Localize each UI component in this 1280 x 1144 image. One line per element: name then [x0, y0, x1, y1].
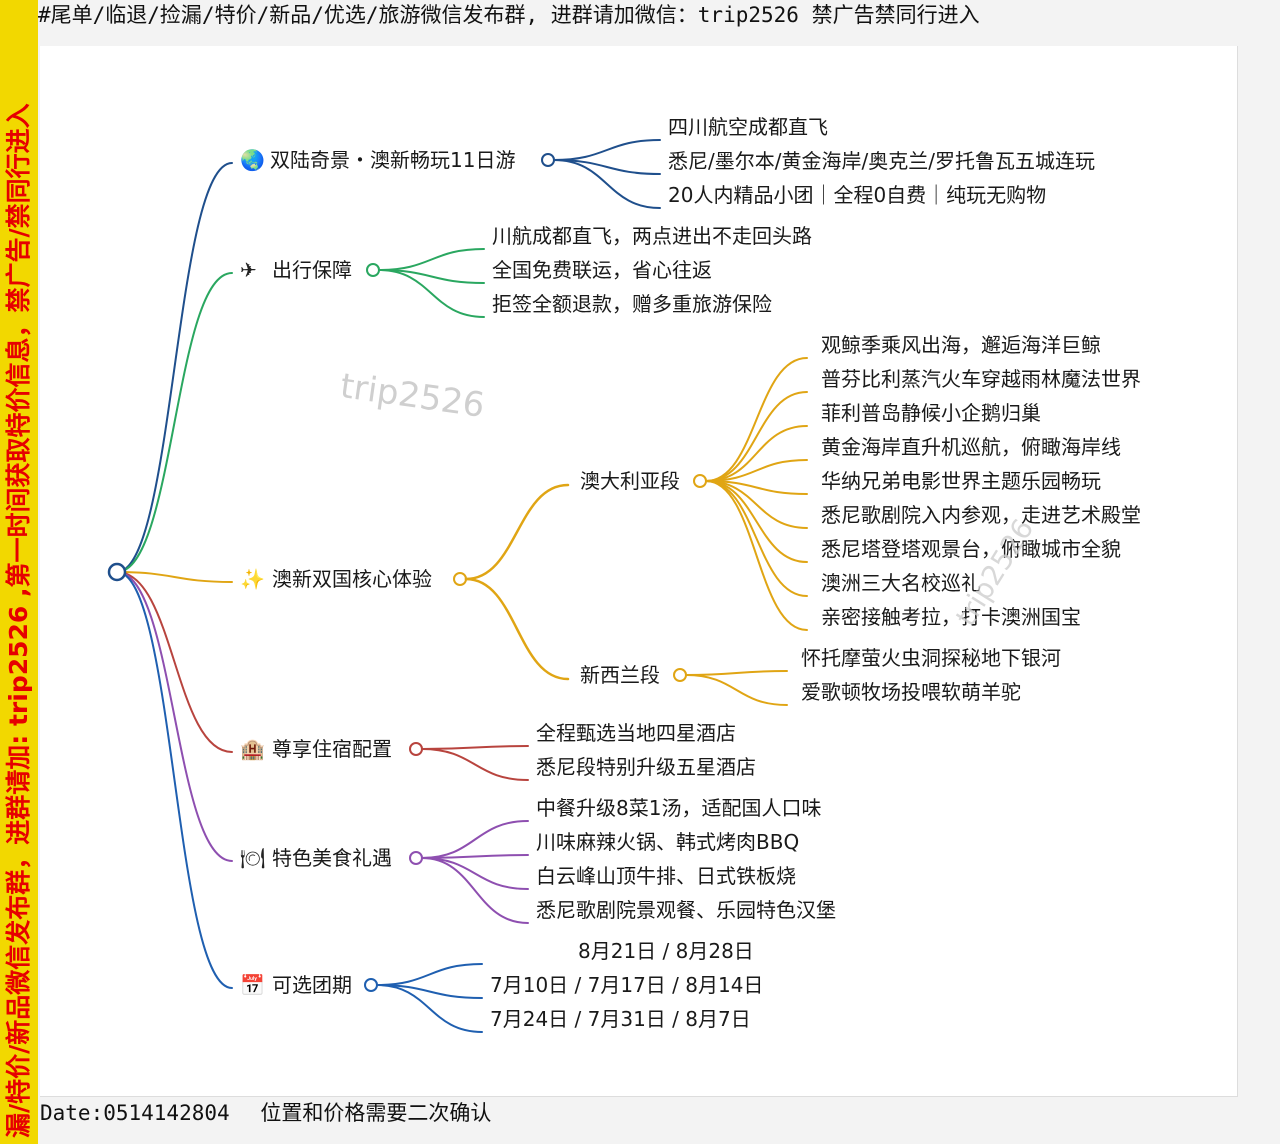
branch-label: 尊享住宿配置: [272, 737, 392, 761]
leaf-label: 20人内精品小团｜全程0自费｜纯玩无购物: [668, 183, 1047, 207]
leaf-connector: [421, 857, 529, 924]
side-banner-text: 漏/特价/新品微信发布群，进群请加: trip2526 ,第一时间获取特价信息，…: [4, 103, 33, 1138]
subgroup-label: 澳大利亚段: [580, 469, 680, 493]
leaf-connector: [421, 854, 529, 859]
leaf-connector: [705, 357, 808, 482]
footer-date: Date:0514142804: [40, 1101, 230, 1125]
leaf-connector: [376, 984, 483, 999]
subgroup-node: [673, 668, 687, 682]
hotel-icon: 🏨: [240, 737, 265, 761]
root-node: [107, 562, 127, 582]
branch-connector: [116, 571, 233, 862]
leaf-connector: [705, 480, 808, 597]
dining-icon: 🍽: [240, 846, 266, 870]
leaf-connector: [421, 748, 529, 781]
leaf-label: 怀托摩萤火虫洞探秘地下银河: [801, 646, 1061, 670]
leaf-label: 拒签全额退款，赠多重旅游保险: [492, 292, 772, 316]
leaf-label: 华纳兄弟电影世界主题乐园畅玩: [821, 469, 1101, 493]
leaf-connector: [376, 984, 483, 1033]
leaf-label: 8月21日 / 8月28日: [578, 939, 754, 963]
leaf-label: 悉尼歌剧院景观餐、乐园特色汉堡: [536, 898, 836, 922]
leaf-label: 观鲸季乘风出海，邂逅海洋巨鲸: [821, 333, 1101, 357]
leaf-label: 悉尼段特别升级五星酒店: [536, 755, 756, 779]
mindmap-connectors: [107, 139, 808, 1033]
leaf-connector: [705, 480, 808, 631]
branch-node: [409, 742, 423, 756]
leaf-label: 黄金海岸直升机巡航，俯瞰海岸线: [821, 435, 1121, 459]
branch-node: [364, 978, 378, 992]
leaf-label: 四川航空成都直飞: [668, 115, 828, 139]
leaf-connector: [378, 269, 485, 318]
calendar-icon: 📅: [240, 973, 265, 997]
leaf-connector: [421, 745, 529, 750]
leaf-label: 7月10日 / 7月17日 / 8月14日: [490, 973, 764, 997]
leaf-label: 川味麻辣火锅、韩式烤肉BBQ: [536, 830, 800, 854]
branch-connector: [116, 272, 233, 573]
branch-connector: [116, 571, 233, 583]
leaf-connector: [553, 159, 661, 175]
leaf-label: 悉尼塔登塔观景台，俯瞰城市全貌: [821, 537, 1121, 561]
sparkles-icon: ✨: [240, 567, 265, 591]
leaf-label: 普芬比利蒸汽火车穿越雨林魔法世界: [821, 367, 1141, 391]
leaf-label: 菲利普岛静候小企鹅归巢: [821, 401, 1041, 425]
leaf-label: 悉尼歌剧院入内参观，走进艺术殿堂: [821, 503, 1141, 527]
leaf-label: 川航成都直飞，两点进出不走回头路: [492, 224, 812, 248]
leaf-label: 澳洲三大名校巡礼: [821, 571, 981, 595]
leaf-label: 全国免费联运，省心往返: [492, 258, 712, 282]
leaf-connector: [378, 269, 485, 284]
branch-connector: [116, 571, 233, 753]
branch-node: [453, 572, 467, 586]
subgroup-connector: [464, 577, 570, 681]
leaf-connector: [705, 480, 808, 495]
subgroup-label: 新西兰段: [580, 663, 660, 687]
footer-note: 位置和价格需要二次确认: [260, 1101, 492, 1125]
branch-node: [366, 263, 380, 277]
leaf-connector: [421, 820, 529, 859]
leaf-connector: [685, 674, 788, 706]
leaf-connector: [378, 248, 485, 271]
mindmap-card: 🌏双陆奇景・澳新畅玩11日游 四川航空成都直飞悉尼/墨尔本/黄金海岸/奥克兰/罗托…: [40, 46, 1238, 1097]
leaf-connector: [705, 391, 808, 482]
subgroup-node: [693, 474, 707, 488]
branch-label: 特色美食礼遇: [272, 846, 392, 870]
leaf-label: 悉尼/墨尔本/黄金海岸/奥克兰/罗托鲁瓦五城连玩: [668, 149, 1095, 173]
leaf-connector: [685, 670, 788, 676]
leaf-label: 白云峰山顶牛排、日式铁板烧: [536, 864, 796, 888]
branch-connector: [116, 571, 233, 989]
branch-node: [541, 153, 555, 167]
globe-icon: 🌏: [240, 148, 265, 172]
branch-label: 出行保障: [272, 258, 352, 282]
leaf-connector: [705, 425, 808, 482]
leaf-label: 爱歌顿牧场投喂软萌羊驼: [801, 680, 1021, 704]
leaf-label: 7月24日 / 7月31日 / 8月7日: [490, 1007, 751, 1031]
branch-connector: [116, 162, 233, 573]
leaf-label: 亲密接触考拉，打卡澳洲国宝: [821, 605, 1081, 629]
branch-label: 澳新双国核心体验: [272, 567, 432, 591]
top-banner: #尾单/临退/捡漏/特价/新品/优选/旅游微信发布群, 进群请加微信：trip2…: [38, 3, 980, 27]
branch-label: 双陆奇景・澳新畅玩11日游: [270, 148, 516, 172]
leaf-connector: [553, 139, 661, 161]
leaf-label: 全程甄选当地四星酒店: [536, 721, 736, 745]
leaf-connector: [705, 459, 808, 482]
branch-label: 可选团期: [272, 973, 352, 997]
airplane-icon: ✈: [240, 258, 257, 282]
branch-node: [409, 851, 423, 865]
subgroup-connector: [464, 483, 570, 581]
leaf-connector: [553, 159, 661, 209]
leaf-label: 中餐升级8菜1汤，适配国人口味: [536, 796, 822, 820]
side-banner: 漏/特价/新品微信发布群，进群请加: trip2526 ,第一时间获取特价信息，…: [0, 0, 38, 1144]
leaf-connector: [421, 857, 529, 890]
leaf-connector: [376, 963, 483, 986]
footer: Date:0514142804 位置和价格需要二次确认: [40, 1096, 491, 1130]
